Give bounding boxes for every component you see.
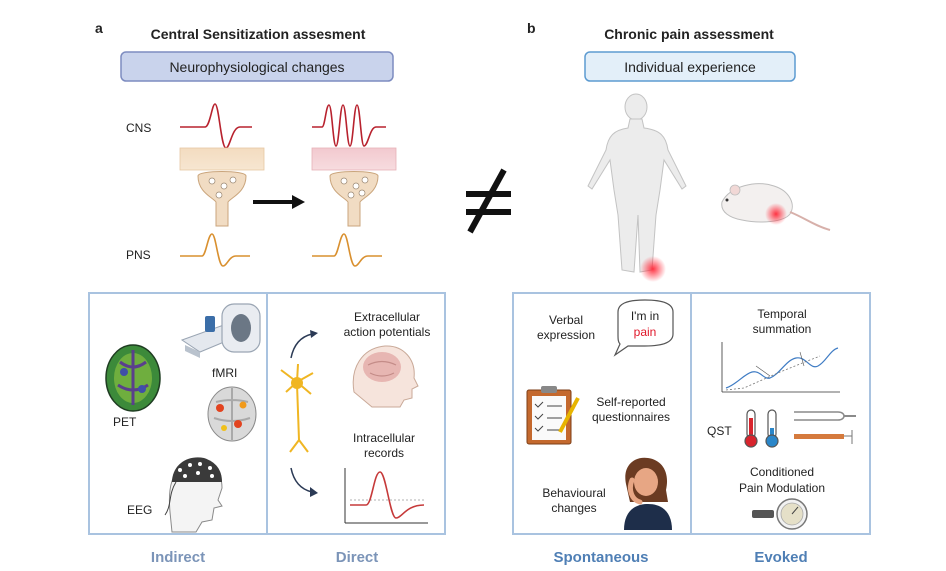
eeg-head-icon	[164, 457, 223, 533]
direct-category-label: Direct	[336, 549, 379, 566]
arrow-right-icon	[253, 195, 305, 209]
intracellular-record-plot	[344, 468, 428, 524]
intracellular-label-line1: Intracellular	[353, 431, 415, 445]
cns-trace-sensitized	[312, 104, 386, 147]
temporal-label-line1: Temporal	[757, 307, 806, 321]
qst-label: QST	[707, 424, 732, 438]
cns-trace-baseline	[180, 103, 252, 149]
speech-bubble-line2: pain	[634, 325, 657, 339]
tuning-fork-icon	[794, 411, 856, 421]
cns-label: CNS	[126, 121, 151, 135]
speech-bubble-line1: I'm in	[631, 309, 659, 323]
individual-experience-pill	[584, 51, 796, 82]
algometer-icon	[752, 498, 808, 530]
extracellular-label-line2: action potentials	[344, 325, 431, 339]
self-reported-label-line1: Self-reported	[596, 395, 665, 409]
fmri-brain-icon	[207, 386, 257, 442]
synapse-normal-icon	[179, 147, 265, 227]
intracellular-label-line2: records	[364, 446, 404, 460]
human-figure-icon	[587, 93, 687, 282]
rat-icon	[721, 183, 831, 231]
pain-spot-rat	[765, 203, 787, 225]
woman-headache-icon	[624, 457, 672, 530]
pain-spot-human	[640, 256, 666, 282]
temporal-label-line2: summation	[753, 322, 812, 336]
cpm-label-line1: Conditioned	[750, 465, 814, 479]
mri-scanner-icon	[180, 303, 261, 358]
spontaneous-category-label: Spontaneous	[553, 549, 648, 566]
individual-experience-pill-label: Individual experience	[624, 59, 756, 75]
evoked-category-label: Evoked	[754, 549, 807, 566]
panel-a-letter: a	[95, 20, 103, 36]
eeg-label: EEG	[127, 503, 152, 517]
neurophysiological-pill	[120, 51, 394, 82]
not-equal-icon	[466, 168, 511, 234]
panel-a-title: Central Sensitization assesment	[151, 26, 366, 42]
pet-label: PET	[113, 415, 137, 429]
thermometer-hot-icon	[744, 409, 758, 448]
indirect-category-label: Indirect	[151, 549, 205, 566]
fmri-label: fMRI	[212, 366, 237, 380]
synapse-sensitized-icon	[311, 147, 397, 227]
pet-brain-icon	[105, 344, 161, 412]
curved-arrow-down-icon	[290, 467, 318, 497]
pns-trace-baseline	[180, 233, 250, 267]
panel-b-letter: b	[527, 20, 536, 36]
thermometer-cold-icon	[765, 409, 779, 448]
pns-label: PNS	[126, 248, 151, 262]
behavioural-label-line1: Behavioural	[542, 486, 605, 500]
cpm-label-line2: Pain Modulation	[739, 481, 825, 495]
extracellular-label-line1: Extracellular	[354, 310, 420, 324]
behavioural-label-line2: changes	[551, 501, 596, 515]
von-frey-filament-icon	[794, 430, 853, 444]
head-brain-icon	[352, 345, 419, 408]
clipboard-icon	[526, 386, 580, 445]
verbal-label-line1: Verbal	[549, 313, 583, 327]
verbal-label-line2: expression	[537, 328, 595, 342]
pns-trace-sensitized	[312, 233, 382, 267]
curved-arrow-up-icon	[290, 330, 318, 359]
speech-bubble-icon	[613, 299, 674, 357]
neuron-icon	[280, 363, 314, 453]
temporal-summation-plot	[721, 342, 840, 393]
panel-b-title: Chronic pain assessment	[604, 26, 774, 42]
self-reported-label-line2: questionnaires	[592, 410, 670, 424]
neurophysiological-pill-label: Neurophysiological changes	[169, 59, 344, 75]
